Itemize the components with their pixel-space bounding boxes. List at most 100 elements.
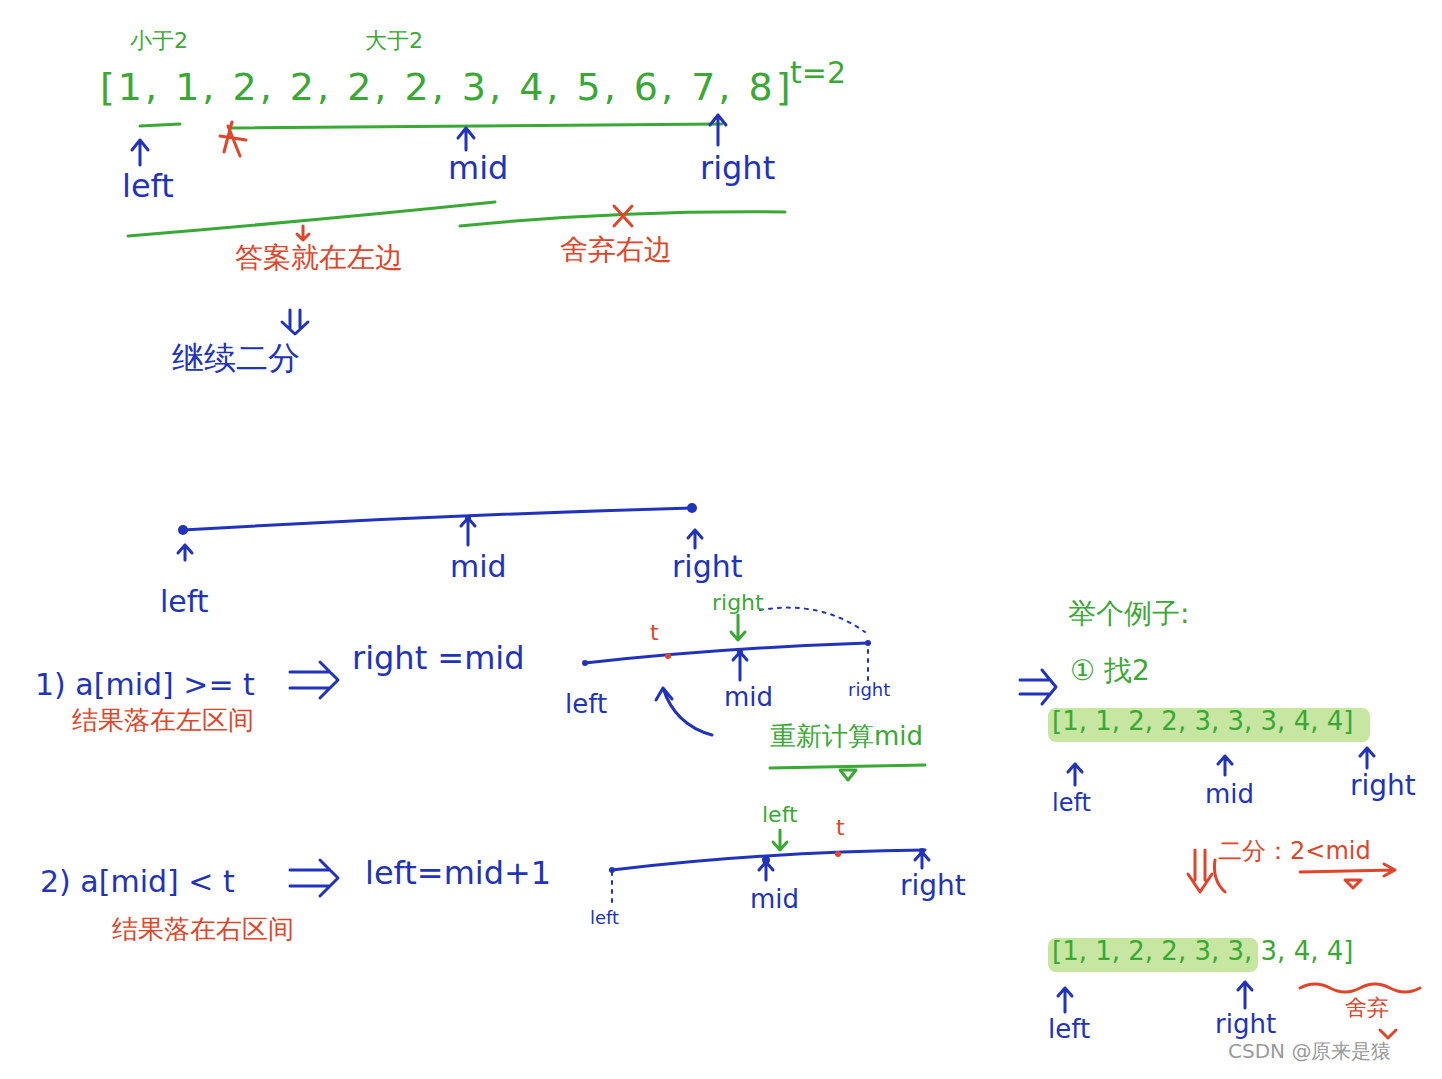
sketch-stroke bbox=[614, 206, 632, 226]
label: mid bbox=[448, 150, 508, 187]
sketch-stroke bbox=[762, 856, 770, 864]
sketch-stroke bbox=[733, 652, 747, 680]
label: right bbox=[700, 150, 775, 187]
sketch-stroke bbox=[1218, 756, 1232, 775]
sketch-stroke bbox=[183, 508, 692, 530]
label: 结果落在左区间 bbox=[72, 706, 254, 736]
label: 1) a[mid] >= t bbox=[35, 668, 255, 703]
label: mid bbox=[450, 550, 507, 585]
sketch-stroke bbox=[458, 128, 474, 150]
sketch-stroke bbox=[1020, 670, 1056, 704]
label: right =mid bbox=[352, 640, 525, 677]
sketch-stroke bbox=[1048, 708, 1370, 742]
label: left bbox=[590, 908, 619, 929]
label: right bbox=[900, 870, 966, 902]
label: 答案就在左边 bbox=[235, 242, 403, 274]
label: right bbox=[1215, 1010, 1276, 1040]
highlights bbox=[1048, 708, 1370, 972]
sketch-stroke bbox=[688, 530, 702, 548]
sketch-stroke bbox=[915, 852, 929, 868]
label: left bbox=[565, 690, 607, 720]
label: right bbox=[712, 590, 764, 615]
sketch-stroke bbox=[737, 649, 743, 655]
sketch-stroke bbox=[1058, 988, 1072, 1012]
label: ① 找2 bbox=[1070, 655, 1150, 687]
sketch-stroke bbox=[611, 872, 613, 905]
label: left bbox=[762, 802, 798, 827]
label: right bbox=[848, 680, 890, 701]
sketch-stroke bbox=[731, 615, 745, 640]
sketch-stroke bbox=[1188, 850, 1212, 892]
label: 小于2 bbox=[130, 28, 188, 53]
sketch-stroke bbox=[178, 525, 188, 535]
label: 舍弃 bbox=[1345, 995, 1389, 1020]
label: 二分：2<mid bbox=[1218, 838, 1371, 866]
sketch-stroke bbox=[585, 643, 868, 663]
sketch-stroke bbox=[178, 545, 192, 560]
sketch-stroke bbox=[865, 640, 871, 646]
dotted-marks bbox=[612, 608, 868, 905]
label: 2) a[mid] < t bbox=[40, 865, 235, 900]
label: 大于2 bbox=[365, 28, 423, 53]
label: mid bbox=[1205, 780, 1254, 810]
label: t bbox=[650, 620, 659, 645]
label: left=mid+1 bbox=[365, 855, 551, 892]
label: left bbox=[122, 168, 174, 205]
label: left bbox=[1048, 1015, 1090, 1045]
label: t=2 bbox=[790, 56, 846, 91]
label: 结果落在右区间 bbox=[112, 915, 294, 945]
label: t bbox=[836, 815, 845, 840]
sketch-stroke bbox=[1068, 764, 1082, 785]
label: right bbox=[672, 550, 743, 585]
sketch-stroke bbox=[1300, 984, 1420, 992]
sketch-stroke bbox=[1345, 880, 1361, 888]
t-dots bbox=[665, 653, 841, 857]
label: right bbox=[1350, 770, 1416, 802]
sketch-stroke bbox=[710, 115, 726, 145]
sketch-stroke bbox=[132, 140, 148, 165]
label: CSDN @原来是猿 bbox=[1228, 1040, 1391, 1063]
sketch-stroke bbox=[465, 515, 471, 521]
label: 重新计算mid bbox=[770, 722, 923, 752]
top-pointers bbox=[132, 115, 726, 334]
sketch-stroke bbox=[220, 122, 246, 156]
sketch-stroke bbox=[835, 851, 841, 857]
sketch-stroke bbox=[290, 662, 338, 698]
label: [1, 1, 2, 2, 2, 2, 3, 4, 5, 6, 7, 8] bbox=[100, 66, 794, 110]
sketch-stroke bbox=[128, 202, 495, 236]
sketch-stroke bbox=[140, 124, 180, 126]
label: left bbox=[1052, 790, 1091, 818]
sketch-stroke bbox=[232, 124, 722, 128]
sketch-stroke bbox=[759, 862, 773, 880]
green-marks bbox=[731, 615, 925, 850]
sketch-stroke bbox=[1380, 1030, 1396, 1038]
sketch-stroke bbox=[665, 653, 671, 659]
sketch-stroke bbox=[582, 660, 588, 666]
interval-lines bbox=[178, 508, 1374, 1012]
dots bbox=[178, 503, 925, 873]
red-marks bbox=[220, 122, 632, 240]
sketch-stroke bbox=[840, 770, 856, 780]
sketch-stroke bbox=[919, 848, 925, 854]
sketch-stroke bbox=[656, 688, 712, 735]
sketch-stroke bbox=[687, 503, 697, 513]
sketch-stroke bbox=[773, 830, 787, 850]
sketch-stroke bbox=[770, 765, 925, 768]
sketch-stroke bbox=[297, 226, 309, 240]
sketch-stroke bbox=[1360, 748, 1374, 768]
label: mid bbox=[750, 885, 799, 915]
label: 继续二分 bbox=[172, 340, 300, 377]
label: mid bbox=[724, 683, 773, 713]
label: left bbox=[160, 585, 209, 620]
sketch-stroke bbox=[760, 608, 865, 632]
label: [1, 1, 2, 2, 3, 3, 3, 4, 4] bbox=[1052, 937, 1353, 967]
sketch-stroke bbox=[1238, 982, 1252, 1008]
sketch-stroke bbox=[461, 518, 475, 545]
label: 舍弃右边 bbox=[560, 234, 672, 266]
sketch-stroke bbox=[290, 860, 338, 896]
sketch-stroke bbox=[1300, 864, 1395, 876]
sketch-stroke bbox=[867, 650, 869, 680]
label: 举个例子: bbox=[1068, 598, 1189, 630]
label: [1, 1, 2, 2, 3, 3, 3, 4, 4] bbox=[1052, 707, 1353, 737]
